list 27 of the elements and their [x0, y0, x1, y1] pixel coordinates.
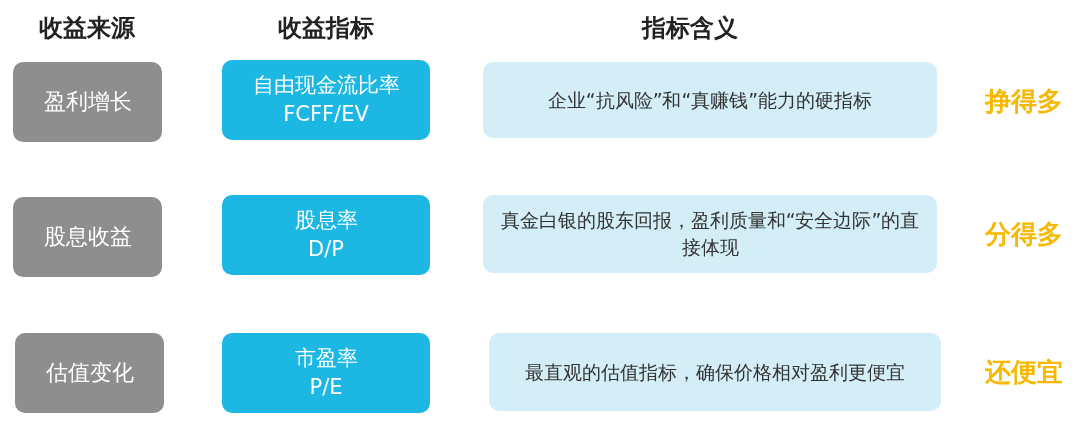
- description-box: [483, 195, 937, 273]
- category-box: [15, 333, 164, 413]
- metric-text: 市盈率: [294, 344, 358, 372]
- metric-box: [222, 60, 430, 140]
- metric-box: [222, 333, 430, 413]
- description-text: 最直观的估值指标，确保价格相对盈利更便宜: [525, 359, 905, 385]
- category-box: [13, 197, 162, 277]
- column-header: 指标含义: [642, 13, 738, 44]
- metric-text: P/E: [309, 374, 343, 401]
- metric-box: [222, 195, 430, 275]
- category-box: [13, 62, 162, 142]
- description-box: [489, 333, 941, 411]
- result-text: 分得多: [985, 217, 1063, 251]
- column-header: 收益指标: [278, 13, 374, 44]
- description-box: [483, 62, 937, 138]
- description-text: 企业“抗风险”和“真赚钱”能力的硬指标: [547, 87, 873, 113]
- category-text: 股息收益: [43, 222, 132, 251]
- description-text: 真金白银的股东回报，盈利质量和“安全边际”的直接体现: [499, 208, 921, 260]
- category-text: 估值变化: [45, 358, 134, 387]
- metric-text: FCFF/EV: [283, 101, 369, 128]
- result-text: 挣得多: [985, 84, 1063, 118]
- metric-text: 股息率: [294, 206, 358, 234]
- result-text: 还便宜: [985, 355, 1063, 389]
- category-text: 盈利增长: [43, 87, 132, 116]
- column-header: 收益来源: [39, 13, 135, 44]
- metric-text: D/P: [308, 236, 344, 263]
- metric-text: 自由现金流比率: [252, 71, 400, 99]
